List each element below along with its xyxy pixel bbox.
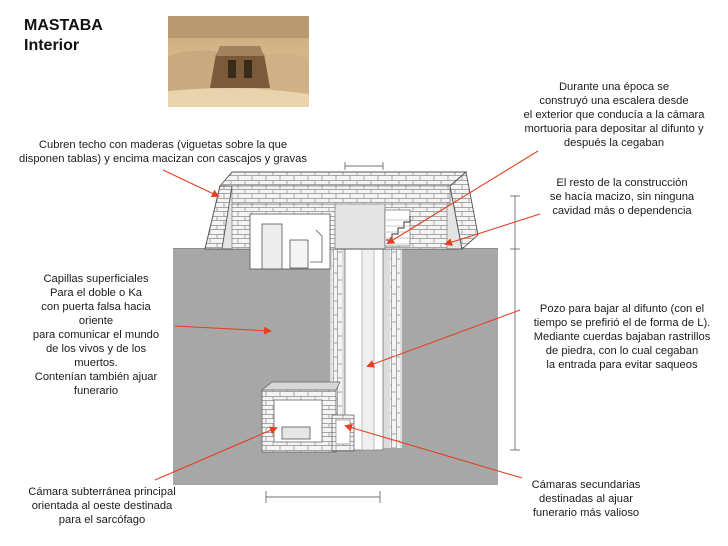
dimension-lines [265, 162, 520, 503]
chapels-annotation-line: para comunicar el mundo [32, 329, 160, 341]
staircase-annotation-line: mortuoria para depositar al difunto y [524, 123, 704, 135]
main-chamber-annotation: Cámara subterránea principal orientada a… [14, 485, 190, 527]
secondary-chambers-annotation: Cámaras secundarias destinadas al ajuar … [514, 478, 658, 520]
staircase [384, 209, 411, 247]
page-title: MASTABA Interior [24, 16, 103, 56]
chapels-annotation-line: Para el doble o Ka [49, 287, 143, 299]
staircase-annotation-line: después la cegaban [563, 137, 665, 149]
chapels-annotation-line: oriente [78, 315, 114, 327]
roof-annotation-line: Cubren techo con maderas (viguetas sobre… [38, 139, 288, 151]
main-chamber-annotation-line: para el sarcófago [58, 514, 146, 526]
shaft-annotation-line: Mediante cuerdas bajaban rastrillos [533, 331, 711, 343]
chapels-annotation-line: con puerta falsa hacia [41, 301, 151, 313]
title-line-2: Interior [24, 37, 80, 54]
staircase-annotation-line: Durante una época se [558, 81, 670, 93]
secondary-chambers-annotation-line: funerario más valioso [532, 507, 640, 519]
shaft-annotation-line: tiempo se prefirió el de forma de L). [533, 317, 711, 329]
chapels-annotation-line: Contenían también ajuar [34, 371, 158, 383]
staircase-annotation-line: el exterior que conducía a la cámara [523, 109, 705, 121]
chapels-annotation-line: de los vivos y de los [45, 343, 147, 355]
solid-fill-annotation-line: se hacía macizo, sin ninguna [549, 191, 695, 203]
secondary-chambers-annotation-line: Cámaras secundarias [531, 479, 641, 491]
roof-annotation: Cubren techo con maderas (viguetas sobre… [8, 138, 318, 166]
chapels-annotation: Capillas superficiales Para el doble o K… [18, 272, 174, 398]
main-chamber-annotation-line: orientada al oeste destinada [31, 500, 173, 512]
chapels-annotation-line: muertos. [74, 357, 118, 369]
staircase-annotation: Durante una época se construyó una escal… [514, 80, 714, 150]
solid-fill-annotation-line: cavidad más o dependencia [552, 205, 692, 217]
annotation-arrows [154, 150, 541, 481]
roof-annotation-line: disponen tablas) y encima macizan con ca… [19, 153, 307, 165]
mastaba-superstructure [204, 171, 479, 270]
main-chamber-annotation-line: Cámara subterránea principal [28, 486, 176, 498]
title-line-1: MASTABA [24, 17, 103, 34]
burial-chamber [260, 381, 355, 453]
shaft-annotation-line: la entrada para evitar saqueos [546, 359, 698, 371]
secondary-chambers-annotation-line: destinadas al ajuar [539, 493, 633, 505]
staircase-annotation-line: construyó una escalera desde [539, 95, 689, 107]
chapels-annotation-line: funerario [73, 385, 119, 397]
shaft-annotation: Pozo para bajar al difunto (con el tiemp… [520, 302, 724, 372]
shaft-annotation-line: Pozo para bajar al difunto (con el [539, 303, 705, 315]
mastaba-photo [168, 16, 309, 107]
solid-fill-annotation: El resto de la construcción se hacía mac… [524, 176, 720, 218]
chapels-annotation-line: Capillas superficiales [43, 273, 149, 285]
shaft-annotation-line: de piedra, con lo cual cegaban [545, 345, 699, 357]
solid-fill-annotation-line: El resto de la construcción [556, 177, 688, 189]
